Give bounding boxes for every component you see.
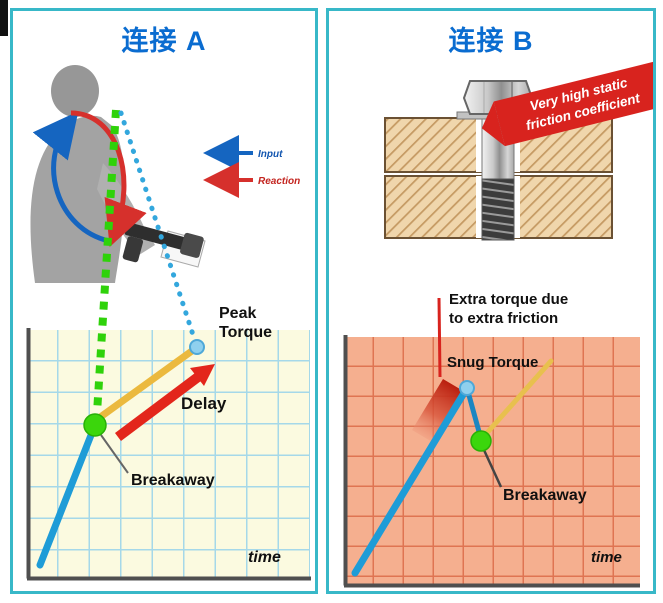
extra-torque-callout-line (437, 297, 442, 378)
delay-label: Delay (181, 394, 227, 413)
green-dotted-sightline (93, 109, 120, 414)
bolted-joint-illustration: Very high static friction coefficient (384, 60, 653, 241)
breakaway-callout-line (100, 434, 129, 474)
input-legend-label: Input (258, 149, 283, 160)
post-breakaway-line-b (483, 358, 554, 437)
reaction-legend-label: Reaction (258, 176, 300, 187)
torque-rise-line (36, 421, 99, 569)
scan-artifact (0, 0, 8, 36)
time-axis-label-b: time (591, 549, 622, 566)
time-axis-label: time (248, 549, 281, 566)
blue-dotted-sightline (118, 110, 198, 344)
snug-torque-dot (459, 380, 475, 396)
extra-torque-label-line1: Extra torque due (449, 291, 568, 308)
input-curve-arrow (32, 111, 110, 244)
torque-rise-line-b (351, 384, 471, 577)
delay-arrow-head (190, 364, 215, 386)
bolt-threads (481, 178, 515, 241)
panel-connection-a: 连接 A (10, 8, 318, 594)
delay-arrow-shaft (115, 373, 201, 441)
reaction-curve-arrow (70, 110, 147, 248)
panel-connection-b: 连接 B (326, 8, 656, 594)
panel-a-title: 连接 A (121, 26, 207, 56)
torque-graph-a (26, 328, 311, 581)
connection-a-figure: Input Reaction Peak To (26, 65, 311, 581)
breakaway-label: Breakaway (131, 472, 215, 489)
panel-b-title: 连接 B (448, 26, 534, 56)
torque-graph-b (343, 297, 640, 588)
arrow-legend: Input Reaction (203, 135, 300, 198)
breakaway-point-dot (83, 413, 107, 437)
operator-illustration (30, 65, 206, 284)
breakaway-callout-line-b (482, 449, 503, 488)
graph-b-plot-area (344, 337, 640, 585)
peak-torque-label-line2: Torque (219, 324, 272, 341)
peak-torque-dot (189, 339, 205, 355)
operator-head (51, 65, 99, 117)
extra-friction-band (412, 379, 465, 443)
ribbon-point (481, 101, 505, 147)
breakaway-point-dot-b (470, 430, 492, 452)
snug-torque-label: Snug Torque (447, 354, 538, 371)
peak-torque-label-line1: Peak (219, 305, 256, 322)
torque-wrench (122, 222, 204, 263)
ribbon-body (493, 60, 653, 147)
breakaway-label-b: Breakaway (503, 487, 587, 504)
torque-drop-line-b (464, 385, 484, 442)
connection-b-figure: Very high static friction coefficient (343, 60, 653, 588)
post-breakaway-line (95, 344, 200, 422)
extra-torque-label-line2: to extra friction (449, 310, 558, 327)
